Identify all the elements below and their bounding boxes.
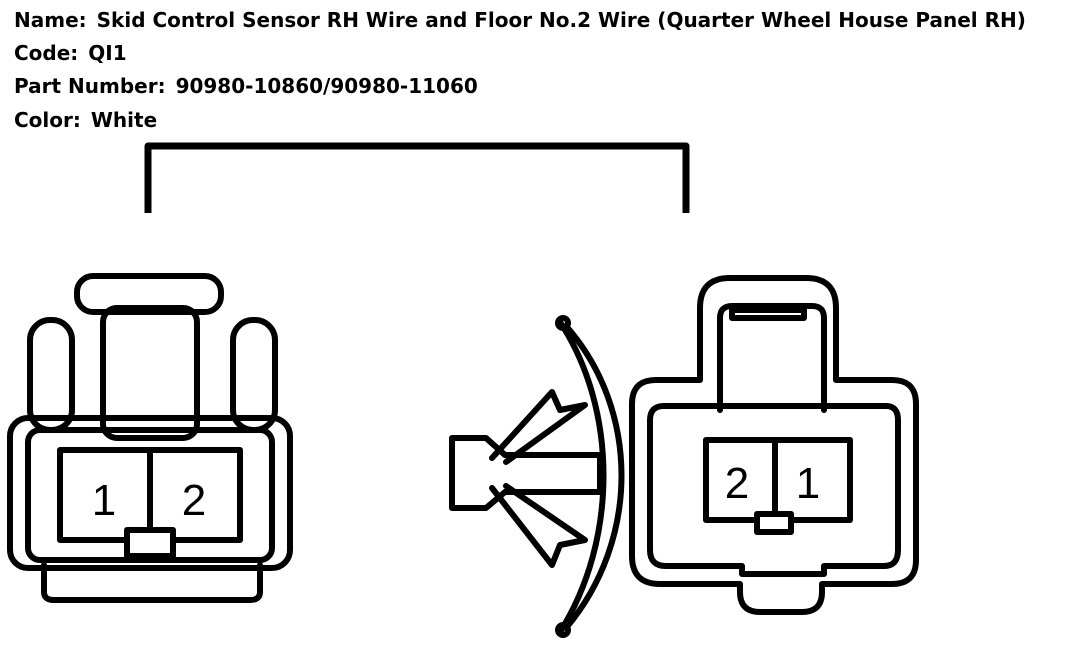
left-connector-inner-frame <box>25 427 275 563</box>
name-value: Skid Control Sensor RH Wire and Floor No… <box>96 8 1026 32</box>
code-label: Code: <box>14 41 79 65</box>
name-label: Name: <box>14 8 87 32</box>
code-value: QI1 <box>88 41 127 65</box>
right-connector-latch <box>717 303 827 413</box>
left-connector-rib-right <box>230 317 278 433</box>
left-connector-latch-cap <box>74 273 224 315</box>
left-connector-rib-left <box>27 317 75 433</box>
right-connector-housing <box>629 275 919 615</box>
clip-arc-outer <box>563 323 625 631</box>
mating-bracket <box>144 142 690 213</box>
clip-wing-top <box>489 389 588 465</box>
part-number-value: 90980-10860/90980-11060 <box>175 74 478 98</box>
left-connector <box>7 273 293 603</box>
color-value: White <box>90 108 158 132</box>
right-connector <box>449 275 919 638</box>
right-pin-2: 2 <box>725 459 749 508</box>
clip-arc-inner <box>557 319 607 635</box>
right-connector-latch-slot <box>729 307 807 321</box>
left-connector-latch-tongue <box>100 305 200 441</box>
right-connector-lock <box>754 511 794 535</box>
connector-code: Code: QI1 <box>14 41 127 65</box>
left-connector-lock <box>124 527 176 559</box>
right-pin-1: 1 <box>796 459 820 508</box>
clip-wing-bottom <box>489 483 588 568</box>
clip-arc-bottom-end <box>555 622 571 638</box>
part-number-label: Part Number: <box>14 74 166 98</box>
left-connector-bottom-tab <box>41 562 263 603</box>
clip-arc-top-end <box>555 315 571 331</box>
color-label: Color: <box>14 108 81 132</box>
left-pin-2: 2 <box>182 476 206 525</box>
connector-part-number: Part Number: 90980-10860/90980-11060 <box>14 74 478 98</box>
left-pin-1: 1 <box>92 476 116 525</box>
right-connector-inner-frame <box>647 403 901 577</box>
clip-body <box>449 435 603 511</box>
connector-color: Color: White <box>14 108 157 132</box>
connector-name: Name: Skid Control Sensor RH Wire and Flo… <box>14 8 1026 32</box>
left-connector-housing <box>7 415 293 571</box>
